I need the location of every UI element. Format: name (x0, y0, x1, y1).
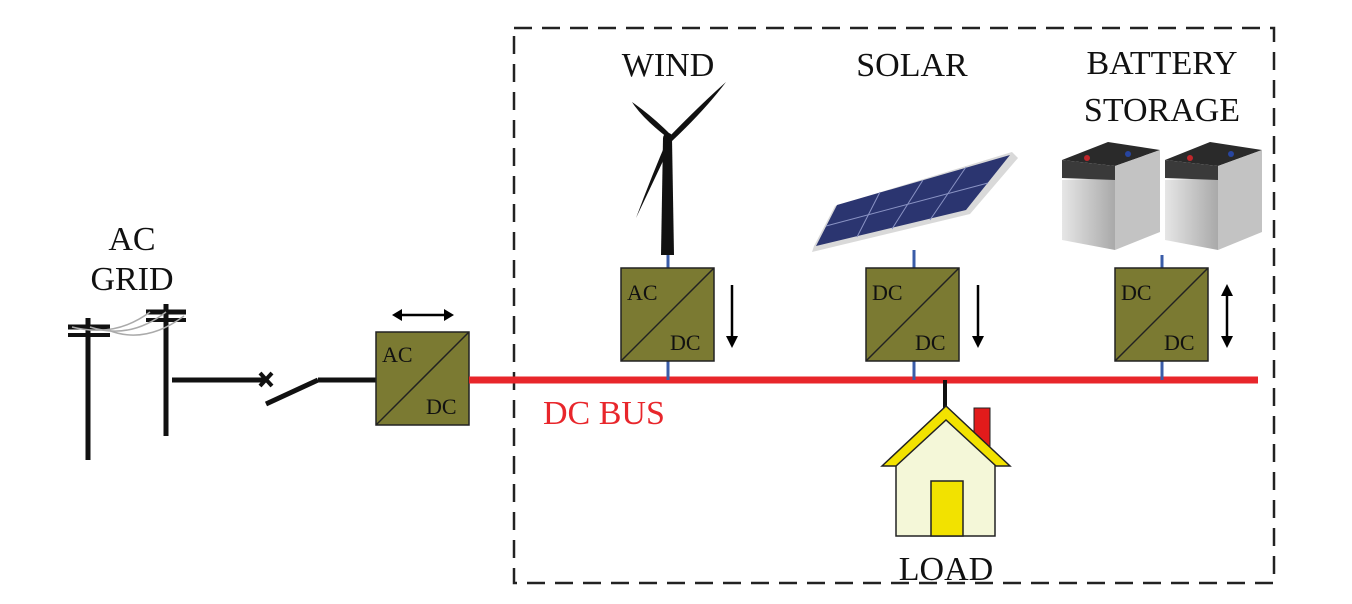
battery-label-line1: BATTERY (1086, 45, 1237, 82)
wind-ac-dc-converter: AC DC (620, 267, 715, 362)
grid-converter-top-label: AC (382, 342, 413, 367)
microgrid-boundary (512, 26, 1276, 585)
battery-converter-top-label: DC (1121, 280, 1152, 305)
bidirectional-arrow-icon (392, 309, 454, 321)
battery-dc-dc-converter: DC DC (1114, 267, 1209, 362)
wind-down-arrow-icon (726, 285, 738, 348)
ac-grid-label-line1: AC (108, 221, 155, 258)
utility-poles-icon (68, 304, 186, 460)
battery-converter-bottom-label: DC (1164, 330, 1195, 355)
wind-converter-top-label: AC (627, 280, 658, 305)
wind-converter-bottom-label: DC (670, 330, 701, 355)
ac-grid-label-line2: GRID (90, 261, 173, 298)
house-icon (880, 404, 1012, 537)
grid-ac-dc-converter: AC DC (375, 331, 470, 426)
wind-turbine-icon (632, 82, 726, 255)
solar-label: SOLAR (856, 47, 968, 84)
dc-bus-label: DC BUS (543, 395, 665, 432)
battery-label-line2: STORAGE (1084, 92, 1240, 129)
battery-icon (1062, 142, 1262, 250)
solar-converter-bottom-label: DC (915, 330, 946, 355)
load-label: LOAD (899, 551, 993, 588)
solar-panel-icon (812, 152, 1018, 252)
wind-label: WIND (622, 47, 715, 84)
solar-dc-dc-converter: DC DC (865, 267, 960, 362)
solar-converter-top-label: DC (872, 280, 903, 305)
solar-down-arrow-icon (972, 285, 984, 348)
grid-converter-bottom-label: DC (426, 394, 457, 419)
switch-blade (264, 377, 320, 407)
breaker-x-icon (258, 371, 274, 388)
battery-bidirectional-arrow-icon (1221, 284, 1233, 348)
